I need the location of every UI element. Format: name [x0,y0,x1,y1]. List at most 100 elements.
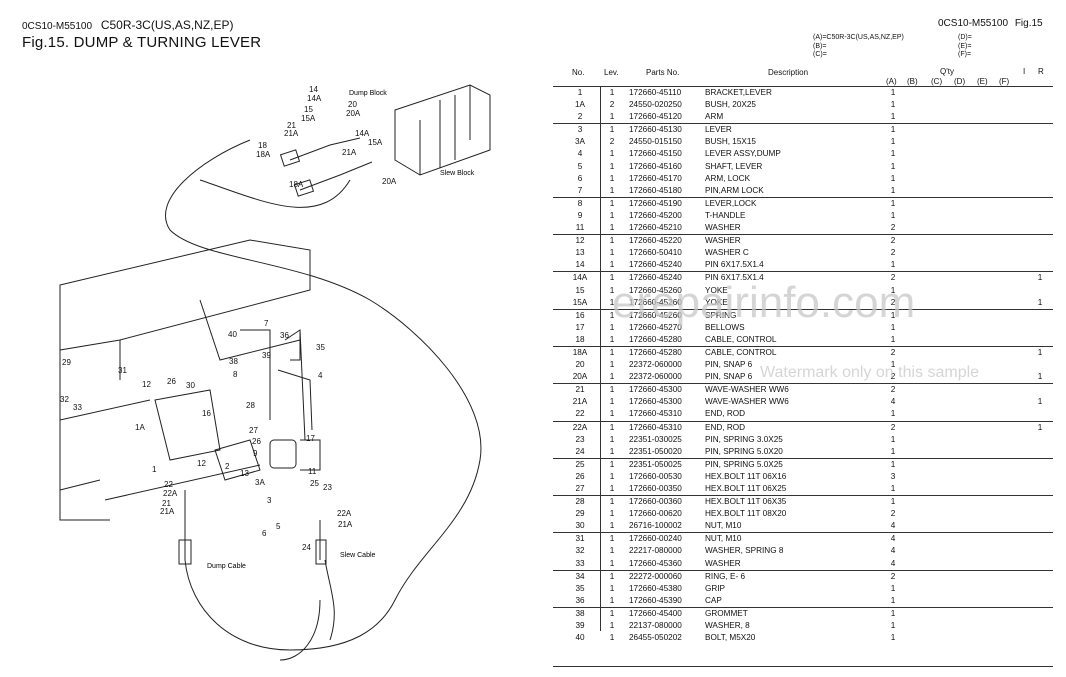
model-d: (D)= [958,34,972,41]
part-level: 1 [609,112,615,122]
part-no-index: 6 [577,173,583,183]
part-no-index: 24 [575,446,585,456]
part-level: 1 [609,236,615,246]
col-d: (D) [954,77,966,86]
part-level: 1 [609,260,615,270]
part-number: 22351-030025 [629,434,682,444]
part-description: PIN, SPRING 5.0X25 [705,459,783,469]
part-no-index: 7 [577,185,583,195]
qty-model-a: 1 [890,112,896,122]
dump-cable-label: Dump Cable [207,563,246,570]
part-number: 26716-100002 [629,521,682,531]
callout-number: 20A [382,177,397,186]
remark-r: 1 [1037,297,1043,307]
group-divider [553,383,1053,385]
part-number: 22217-080000 [629,546,682,556]
callout-number: 30 [186,381,195,390]
part-level: 1 [609,248,615,258]
callout-number: 14A [355,129,370,138]
watermark-sub: Watermark only on this sample [760,364,980,381]
callout-number: 31 [118,366,127,375]
qty-model-a: 2 [890,297,896,307]
part-no-index: 21A [572,397,588,407]
part-description: PIN, SPRING 5.0X20 [705,446,783,456]
qty-model-a: 1 [890,210,896,220]
callout-number: 7 [264,319,269,328]
part-number: 172660-45200 [629,210,682,220]
part-description: CABLE, CONTROL [705,334,777,344]
part-level: 1 [609,347,615,357]
part-description: HEX.BOLT 11T 06X16 [705,471,787,481]
part-description: BELLOWS [705,322,745,332]
part-level: 1 [609,484,615,493]
qty-model-a: 1 [890,459,896,469]
part-level: 1 [609,285,615,295]
part-description: BUSH, 15X15 [705,137,756,147]
part-number: 172660-00620 [629,509,682,519]
part-number: 172660-45240 [629,260,682,270]
part-description: PIN, SNAP 6 [705,360,753,370]
callout-number: 4 [318,371,323,380]
part-level: 1 [609,608,615,618]
part-description: GROMMET [705,608,748,618]
qty-model-a: 2 [890,273,896,283]
part-description: NUT, M10 [705,534,742,544]
callout-number: 3A [255,478,265,487]
callout-number: 21 [162,499,171,508]
part-level: 1 [609,88,615,97]
part-description: WASHER [705,236,741,246]
part-no-index: 8 [577,198,583,208]
qty-model-a: 1 [890,595,896,605]
callout-number: 33 [73,403,82,412]
part-level: 2 [609,100,615,110]
qty-model-a: 1 [890,583,896,593]
part-level: 2 [609,137,615,147]
part-no-index: 11 [575,223,585,233]
part-number: 172660-45300 [629,385,682,395]
col-qty: Q'ty [940,67,954,76]
qty-model-a: 4 [890,534,896,544]
qty-model-a: 1 [890,100,896,110]
callout-number: 15 [304,105,313,114]
callout-number: 15A [301,114,316,123]
qty-model-a: 3 [890,471,896,481]
col-description: Description [768,68,809,77]
qty-model-a: 1 [890,608,896,618]
col-no: No. [572,68,585,77]
callout-number: 21A [160,507,175,516]
qty-model-a: 1 [890,322,896,332]
qty-model-a: 1 [890,497,896,507]
qty-model-a: 1 [890,285,896,295]
group-divider [553,345,1053,347]
part-no-index: 5 [577,161,583,171]
part-number: 172660-45170 [629,173,682,183]
callout-number: 12 [142,380,151,389]
part-number: 172660-45260 [629,285,682,295]
model-a: (A)=C50R-3C(US,AS,NZ,EP) [813,34,904,41]
doc-code-right: 0CS10-M55100 [938,18,1009,29]
callout-number: 14A [307,94,322,103]
part-number: 26455-050202 [629,633,682,643]
group-divider [553,308,1053,310]
callout-number: 3 [267,496,272,505]
callout-number: 11 [308,467,317,476]
part-level: 1 [609,125,615,135]
callout-number: 18A [289,180,304,189]
